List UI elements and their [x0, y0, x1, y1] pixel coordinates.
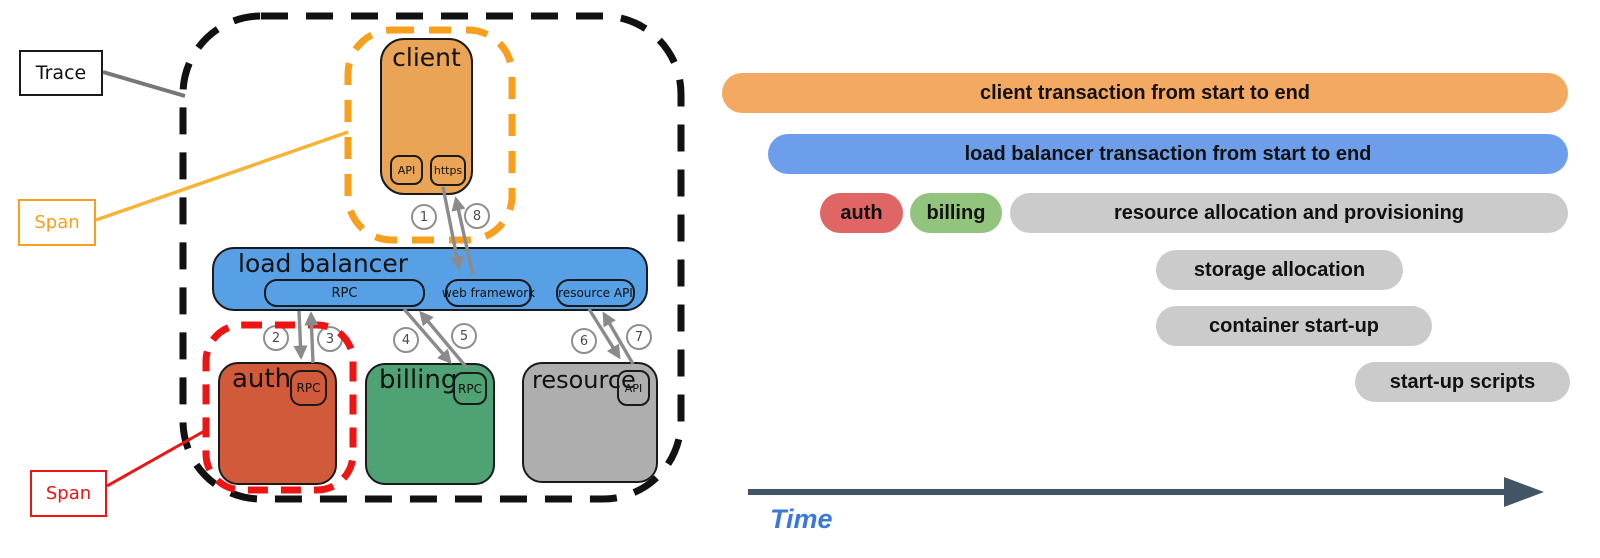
- resource-service-box: resource API: [522, 362, 658, 483]
- span-legend-red: Span: [30, 470, 107, 517]
- billing-title: billing: [379, 365, 458, 395]
- trace-legend-label: Trace: [19, 50, 103, 96]
- span-legend-orange: Span: [18, 199, 96, 246]
- step-circle-5: 5: [451, 323, 477, 349]
- auth-service-box: auth RPC: [218, 362, 337, 485]
- arrow-step-2: [293, 310, 308, 360]
- step-circle-1: 1: [411, 204, 437, 230]
- timeline-bar-client: client transaction from start to end: [722, 73, 1568, 113]
- span-red-leader-line: [106, 427, 209, 488]
- time-axis-label: Time: [770, 504, 833, 534]
- auth-rpc-chip: RPC: [290, 370, 327, 406]
- trace-leader-line: [102, 70, 186, 98]
- resource-api-module-chip: resource API: [556, 279, 635, 307]
- load-balancer-title: load balancer: [238, 249, 409, 278]
- client-title: client: [392, 43, 461, 72]
- load-balancer-box: load balancer RPC web framework resource…: [212, 247, 648, 311]
- timeline-bar-container-startup: container start-up: [1156, 306, 1432, 346]
- timeline-bar-storage-allocation: storage allocation: [1156, 250, 1403, 290]
- api-module-chip: API: [390, 155, 423, 185]
- rpc-module-chip: RPC: [264, 279, 425, 307]
- timeline-bar-auth: auth: [820, 193, 903, 233]
- billing-rpc-chip: RPC: [453, 372, 487, 405]
- timeline-bar-resource-allocation: resource allocation and provisioning: [1010, 193, 1568, 233]
- span-orange-leader-line: [95, 130, 349, 222]
- arrow-step-3: [304, 311, 319, 364]
- web-framework-module-chip: web framework: [442, 279, 535, 307]
- time-axis-arrowhead: [1504, 477, 1544, 507]
- step-circle-6: 6: [571, 328, 597, 354]
- step-circle-4: 4: [393, 327, 419, 353]
- client-service-box: client API https: [380, 38, 473, 195]
- auth-title: auth: [232, 364, 292, 394]
- https-module-chip: https: [430, 155, 466, 186]
- timeline-bar-load-balancer: load balancer transaction from start to …: [768, 134, 1568, 174]
- step-circle-7: 7: [626, 324, 652, 350]
- resource-api-chip: API: [617, 370, 650, 406]
- step-circle-8: 8: [464, 203, 490, 229]
- step-circle-2: 2: [263, 325, 289, 351]
- timeline-bar-startup-scripts: start-up scripts: [1355, 362, 1570, 402]
- step-circle-3: 3: [317, 326, 343, 352]
- timeline-bar-billing: billing: [910, 193, 1002, 233]
- billing-service-box: billing RPC: [365, 363, 495, 485]
